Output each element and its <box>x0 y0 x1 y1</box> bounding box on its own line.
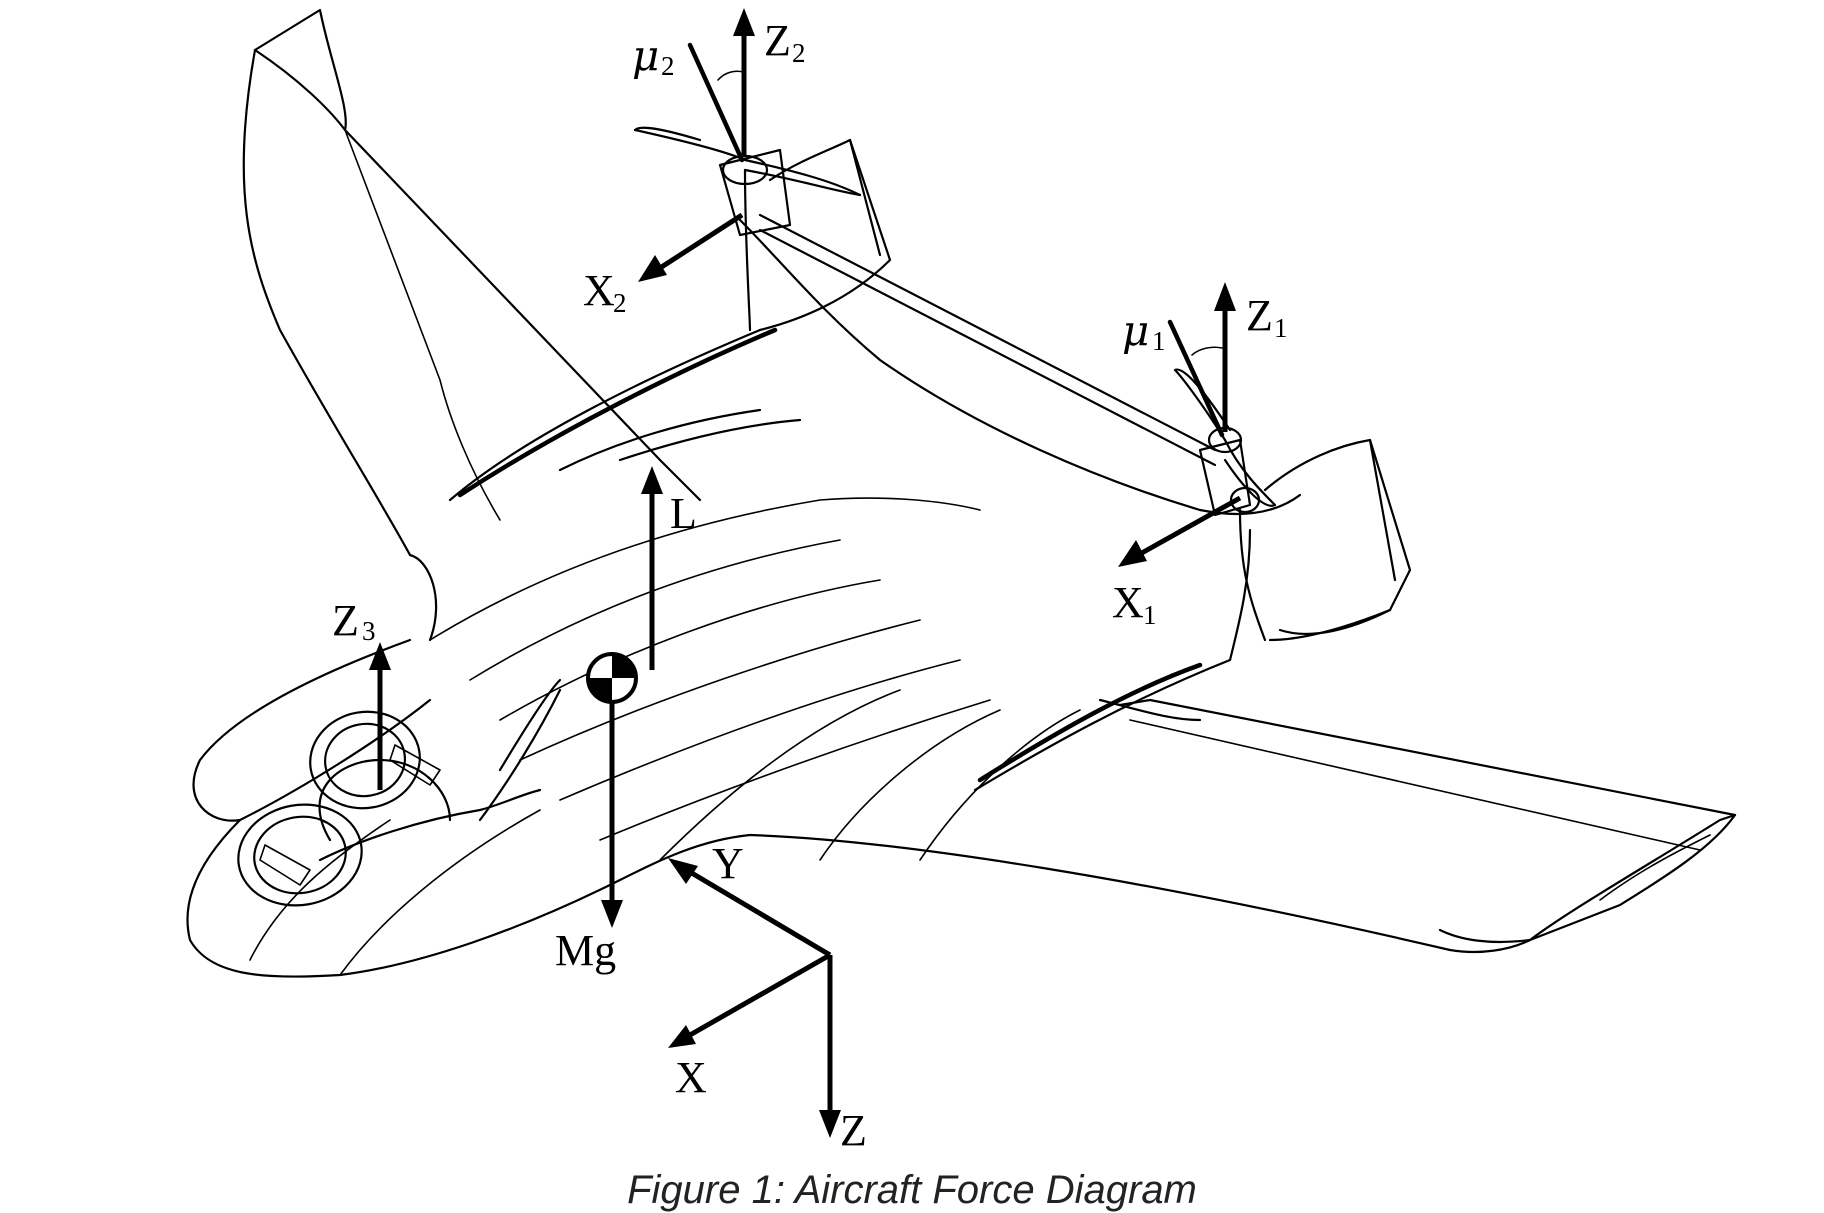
axis-x-label: X <box>675 1053 707 1102</box>
lift-force-arrow <box>641 466 663 670</box>
z1-force-arrow <box>1214 282 1236 432</box>
x1-subscript: 1 <box>1143 600 1157 630</box>
mu2-subscript: 2 <box>661 51 675 81</box>
rotor-2 <box>633 126 862 332</box>
axis-y-label: Y <box>712 839 744 888</box>
z3-force-arrow <box>369 642 391 790</box>
mu1-symbol: μ <box>1122 306 1149 355</box>
z3-label: Z <box>332 596 359 645</box>
mu1-subscript: 1 <box>1152 326 1166 356</box>
x2-label: X <box>583 266 615 315</box>
z1-label: Z <box>1246 291 1273 340</box>
weight-label: Mg <box>555 926 616 975</box>
lift-label: L <box>670 489 697 538</box>
z1-subscript: 1 <box>1274 313 1288 343</box>
right-wing <box>1528 813 1737 942</box>
x2-force-arrow <box>638 212 744 282</box>
x1-force-arrow <box>1118 495 1242 567</box>
z2-subscript: 2 <box>792 38 806 68</box>
mu2-tilt-line <box>687 42 745 163</box>
rotor-1 <box>1173 368 1277 642</box>
left-wing <box>242 8 702 557</box>
center-of-gravity-symbol <box>586 652 638 704</box>
x2-subscript: 2 <box>613 288 627 318</box>
weight-force-arrow <box>601 702 623 928</box>
figure-caption: Figure 1: Aircraft Force Diagram <box>627 1168 1197 1212</box>
axis-z-label: Z <box>840 1106 867 1155</box>
z3-subscript: 3 <box>362 616 376 646</box>
fuselage <box>192 638 432 822</box>
body-axes <box>668 858 841 1138</box>
mu1-tilt-line <box>1167 319 1225 438</box>
z2-force-arrow <box>733 8 755 155</box>
z2-label: Z <box>764 16 791 65</box>
x1-label: X <box>1112 578 1144 627</box>
aircraft-outline <box>186 8 1737 978</box>
mu2-symbol: μ <box>632 31 659 80</box>
